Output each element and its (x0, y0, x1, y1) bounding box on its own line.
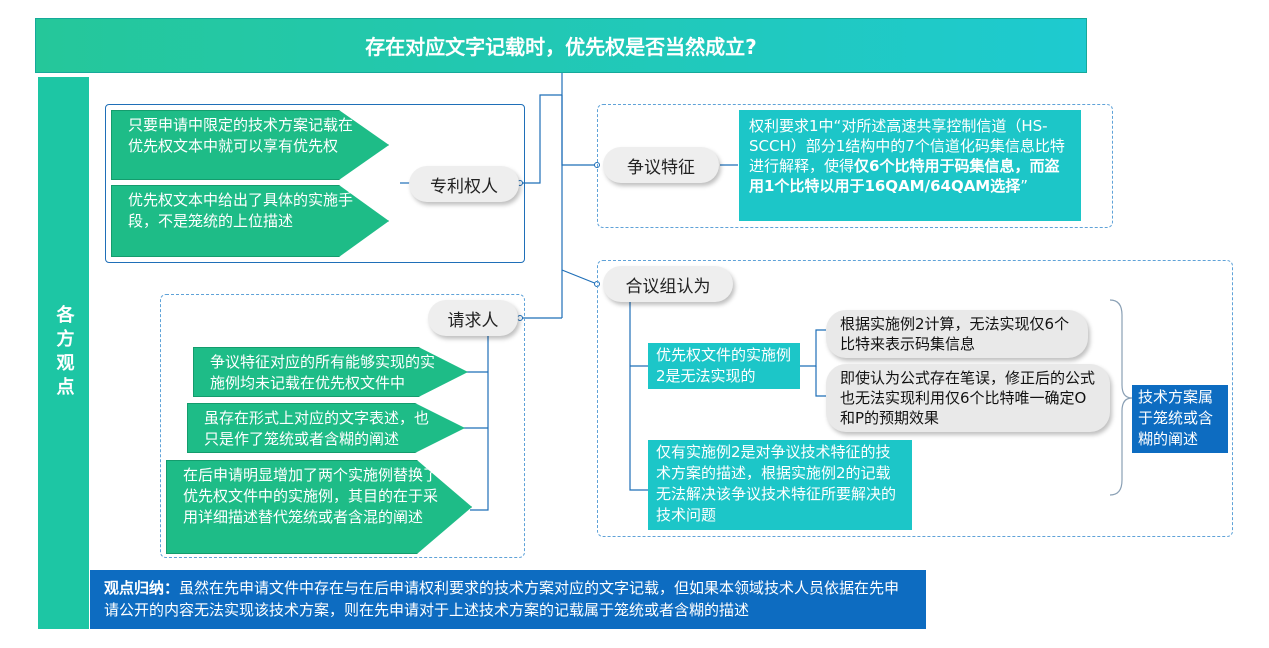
panel-reason-2: 即使认为公式存在笔误，修正后的公式也无法实现利用仅6个比特唯一确定O和P的预期效… (826, 364, 1110, 432)
page-title: 存在对应文字记载时，优先权是否当然成立? (35, 18, 1087, 73)
patentee-point-1: 只要申请中限定的技术方案记载在优先权文本中就可以享有优先权 (111, 110, 389, 180)
dispute-text-plain: 权利要求1中“对所述高速共享控制信道（HS-SCCH）部分1结构中的7个信道化码… (749, 117, 1065, 175)
patentee-frame (105, 104, 525, 263)
requester-point-1: 争议特征对应的所有能够实现的实施例均未记载在优先权文件中 (193, 347, 468, 397)
summary-label: 观点归纳： (104, 579, 180, 597)
panel-reason-1: 根据实施例2计算，无法实现仅6个比特来表示码集信息 (826, 310, 1088, 358)
dispute-text: 权利要求1中“对所述高速共享控制信道（HS-SCCH）部分1结构中的7个信道化码… (739, 110, 1081, 221)
summary-box: 观点归纳：虽然在先申请文件中存在与在后申请权利要求的技术方案对应的文字记载，但如… (90, 570, 926, 629)
dispute-frame (597, 104, 1113, 228)
dispute-text-end: ” (1020, 177, 1029, 195)
summary-text: 虽然在先申请文件中存在与在后申请权利要求的技术方案对应的文字记载，但如果本领域技… (104, 579, 900, 619)
requester-point-2: 虽存在形式上对应的文字表述，也只是作了笼统或者含糊的阐述 (187, 403, 465, 453)
dispute-node: 争议特征 (603, 147, 719, 183)
requester-point-3: 在后申请明显增加了两个实施例替换了优先权文件中的实施例，其目的在于采用详细描述替… (166, 460, 472, 554)
requester-node: 请求人 (428, 300, 518, 336)
panel-finding-2: 仅有实施例2是对争议技术特征的技术方案的描述，根据实施例2的记载无法解决该争议技… (648, 440, 912, 530)
side-label-text: 各方观点 (53, 305, 75, 401)
dispute-text-bold: 仅6个比特用于码集信息，而盗用1个比特以用于16QAM/64QAM选择 (749, 157, 1060, 195)
panel-finding-1: 优先权文件的实施例2是无法实现的 (648, 343, 800, 389)
panel-node: 合议组认为 (603, 266, 733, 302)
patentee-point-2: 优先权文本中给出了具体的实施手段，不是笼统的上位描述 (111, 185, 389, 257)
patentee-node: 专利权人 (409, 166, 519, 202)
panel-frame (597, 260, 1233, 537)
requester-frame (160, 294, 525, 558)
side-label: 各方观点 (38, 77, 89, 629)
panel-conclusion: 技术方案属于笼统或含糊的阐述 (1132, 385, 1228, 453)
